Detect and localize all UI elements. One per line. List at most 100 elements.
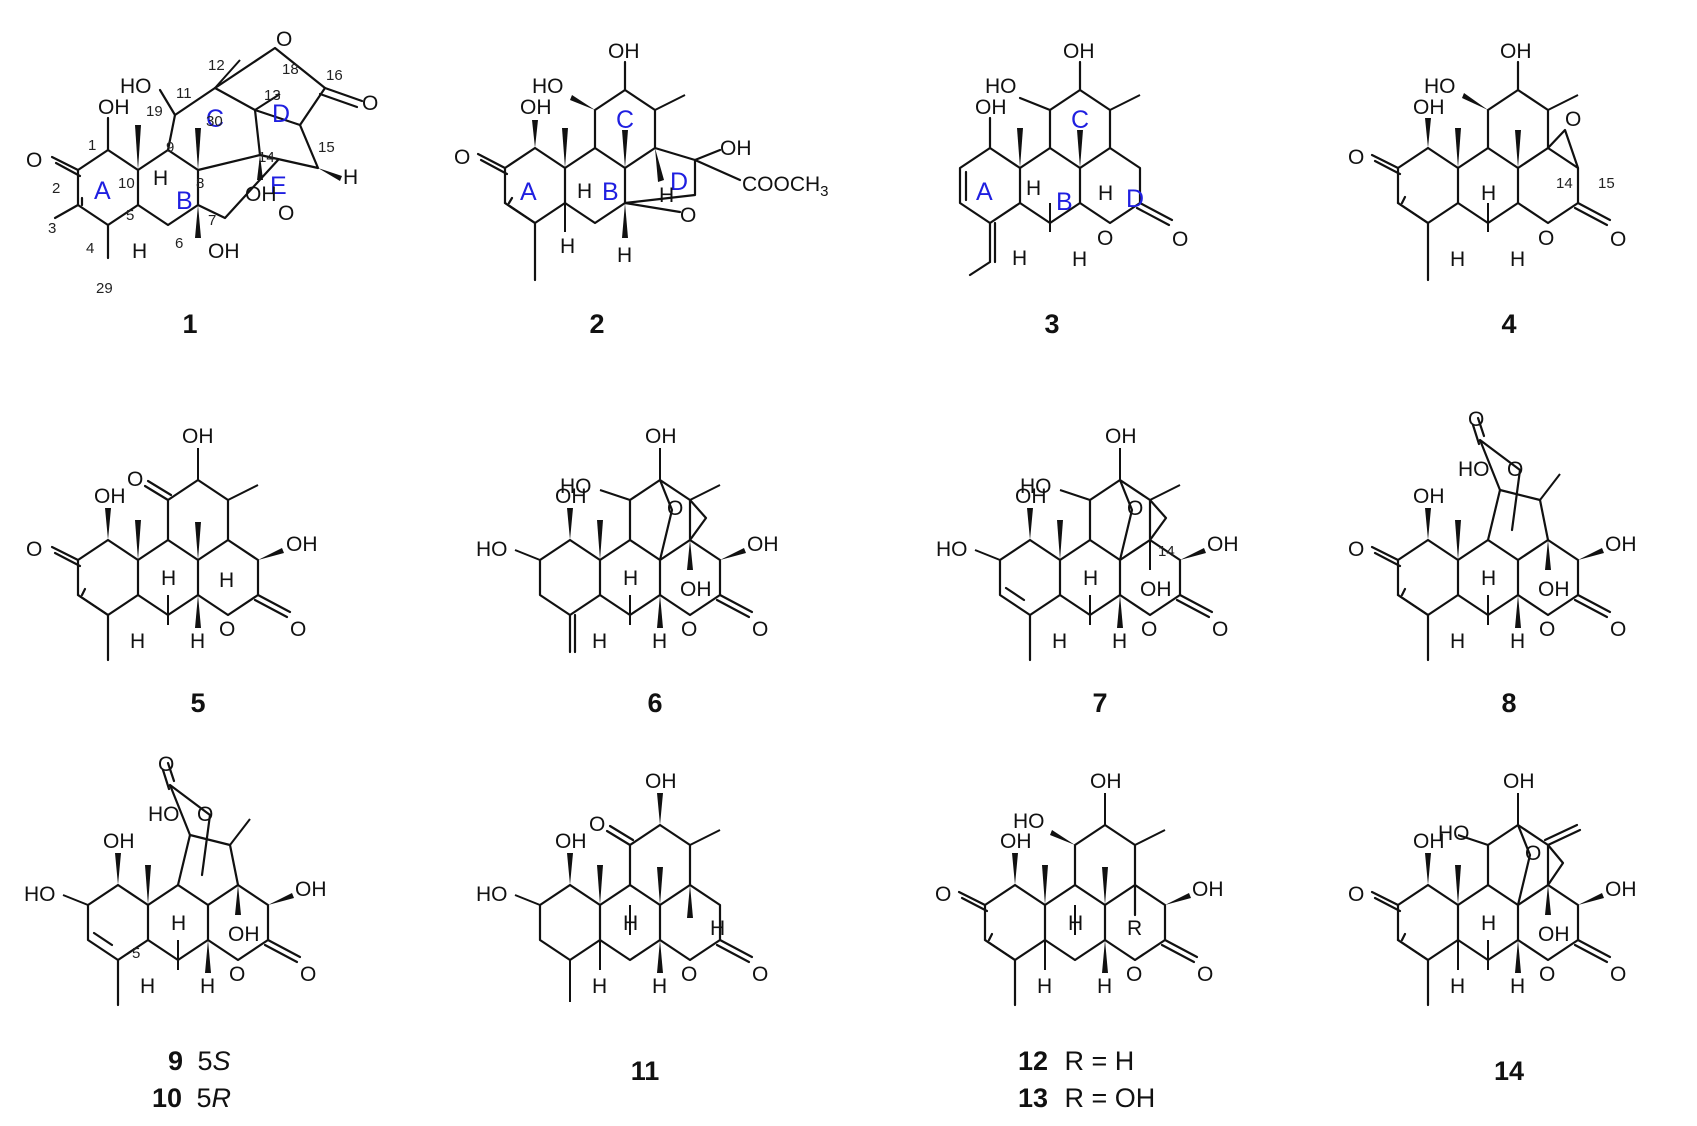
- atom-label: O: [362, 92, 378, 115]
- atom-label: HO: [476, 538, 508, 561]
- compound-id: 14: [1494, 1056, 1524, 1086]
- structure-9-10: [62, 761, 302, 1007]
- atom-label: H: [200, 975, 215, 998]
- atom-label: HO: [1424, 75, 1456, 98]
- atom-label: OH: [680, 578, 712, 601]
- ring-label-D: D: [272, 100, 290, 128]
- atom-label: H: [592, 975, 607, 998]
- atom-label: OH: [555, 830, 587, 853]
- atom-label: O: [229, 963, 245, 986]
- atom-label: O: [454, 146, 470, 169]
- atom-label: H: [1112, 630, 1127, 653]
- atom-label: O: [1348, 883, 1364, 906]
- atom-label: H: [1037, 975, 1052, 998]
- atom-label: H: [577, 180, 592, 203]
- atom-label: OH: [1140, 578, 1172, 601]
- atom-label: O: [1610, 228, 1626, 251]
- atom-label: O: [1525, 842, 1541, 865]
- atom-label: H: [623, 912, 638, 935]
- structure-5: [50, 448, 292, 662]
- atom-label: H: [140, 975, 155, 998]
- atom-label: O: [1141, 618, 1157, 641]
- atom-label: H: [560, 235, 575, 258]
- atom-label: H: [1510, 975, 1525, 998]
- atom-number: 3: [48, 220, 56, 237]
- atom-label: H: [1450, 975, 1465, 998]
- atom-label: H: [1098, 182, 1113, 205]
- atom-number: 5: [126, 207, 134, 224]
- atom-label: O: [680, 204, 696, 227]
- atom-label: HO: [1458, 458, 1490, 481]
- atom-number: 14: [1556, 175, 1573, 192]
- atom-label: OH: [245, 183, 277, 206]
- atom-number: 2: [52, 180, 60, 197]
- atom-label: OH: [1063, 40, 1095, 63]
- atom-number: 1: [88, 137, 96, 154]
- atom-label: H: [132, 240, 147, 263]
- atom-label: H: [1481, 182, 1496, 205]
- atom-label: O: [752, 963, 768, 986]
- atom-label: OH: [1605, 878, 1637, 901]
- atom-label: O: [1097, 227, 1113, 250]
- atom-label: H: [652, 975, 667, 998]
- atom-label: OH: [1105, 425, 1137, 448]
- atom-label: OH: [98, 96, 130, 119]
- atom-number: 18: [282, 61, 299, 78]
- atom-label: OH: [182, 425, 214, 448]
- atom-label: O: [276, 28, 292, 51]
- structure-4: [1370, 60, 1612, 282]
- atom-number: 12: [208, 57, 225, 74]
- structure-11: [514, 793, 754, 1002]
- atom-label: HO: [985, 75, 1017, 98]
- atom-label: H: [1097, 975, 1112, 998]
- compound-id: 4: [1501, 309, 1516, 339]
- atom-label: O: [1538, 227, 1554, 250]
- atom-label: OH: [208, 240, 240, 263]
- atom-label: OH: [1000, 830, 1032, 853]
- atom-label: H: [1083, 567, 1098, 590]
- atom-label: H: [343, 166, 358, 189]
- atom-label: H: [1450, 630, 1465, 653]
- atom-label: H: [171, 912, 186, 935]
- atom-label: OH: [103, 830, 135, 853]
- atom-number: 15: [318, 139, 335, 156]
- ring-label-B: B: [1056, 188, 1073, 216]
- atom-number: 16: [326, 67, 343, 84]
- ring-label-A: A: [976, 178, 993, 206]
- atom-label: H: [1510, 630, 1525, 653]
- structure-6: [514, 448, 754, 654]
- atom-label: O: [127, 468, 143, 491]
- atom-label: HO: [24, 883, 56, 906]
- atom-label: OH: [286, 533, 318, 556]
- atom-number: 10: [118, 175, 135, 192]
- compound-id: 7: [1092, 688, 1107, 718]
- atom-label: H: [1481, 912, 1496, 935]
- atom-label: O: [197, 803, 213, 826]
- atom-label: OH: [608, 40, 640, 63]
- atom-label: O: [290, 618, 306, 641]
- atom-label: O: [1348, 538, 1364, 561]
- atom-label: OH: [720, 137, 752, 160]
- atom-label: H: [592, 630, 607, 653]
- ring-label-B: B: [602, 178, 619, 206]
- atom-number: 4: [86, 240, 94, 257]
- compound-id: 5: [190, 688, 205, 718]
- compound-id: 2: [589, 309, 604, 339]
- atom-label: OH: [1500, 40, 1532, 63]
- atom-number: 7: [208, 212, 216, 229]
- atom-label: O: [1127, 497, 1143, 520]
- atom-label: H: [659, 184, 674, 207]
- atom-label: H: [190, 630, 205, 653]
- structure-1: [50, 46, 364, 260]
- atom-label: O: [219, 618, 235, 641]
- atom-label: O: [681, 963, 697, 986]
- atom-label: HO: [936, 538, 968, 561]
- atom-number: 6: [175, 235, 183, 252]
- atom-number: 13: [264, 87, 281, 104]
- atom-label: H: [153, 167, 168, 190]
- atom-label: R: [1127, 917, 1142, 940]
- compound-id: 3: [1044, 309, 1059, 339]
- atom-label: O: [935, 883, 951, 906]
- ring-label-E: E: [270, 172, 287, 200]
- atom-label: HO: [560, 475, 592, 498]
